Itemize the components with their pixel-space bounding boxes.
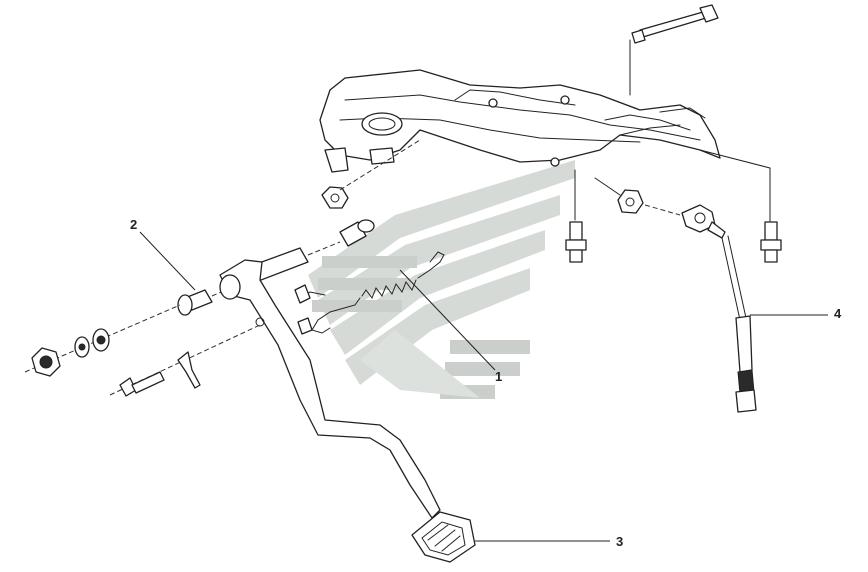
callout-4: 4 bbox=[834, 306, 842, 321]
leader-lines bbox=[139, 231, 828, 542]
callout-1: 1 bbox=[495, 369, 503, 384]
pivot-bushing bbox=[177, 287, 231, 316]
callout-2: 2 bbox=[130, 217, 138, 232]
frame-bracket bbox=[319, 69, 771, 226]
watermark-logo bbox=[308, 160, 575, 399]
clevis-bracket bbox=[294, 284, 313, 335]
stud-bolt-right bbox=[760, 221, 782, 263]
brake-light-switch bbox=[644, 204, 757, 413]
brake-pedal-arm bbox=[219, 259, 476, 563]
callout-3: 3 bbox=[616, 534, 624, 549]
frame-nut-left bbox=[321, 139, 421, 209]
stud-bolt-left bbox=[565, 221, 587, 263]
frame-bolt-long bbox=[629, 4, 719, 96]
clevis-bolt bbox=[109, 324, 261, 397]
pivot-nut-and-washers bbox=[24, 304, 181, 377]
frame-nut-right bbox=[617, 189, 644, 214]
